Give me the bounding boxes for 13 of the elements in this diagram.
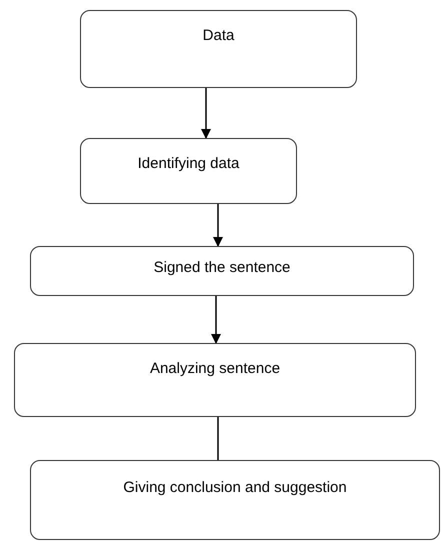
- process-box: [30, 246, 414, 296]
- box-label: Analyzing sentence: [150, 360, 280, 379]
- arrow: [211, 296, 221, 344]
- process-box: [14, 343, 416, 417]
- box-label: Data: [202, 27, 234, 46]
- box-label: Giving conclusion and suggestion: [123, 479, 347, 498]
- box-label: Identifying data: [138, 155, 240, 174]
- process-box: [80, 10, 357, 88]
- arrow: [213, 204, 223, 247]
- box-label: Signed the sentence: [154, 259, 290, 278]
- process-box: [80, 138, 297, 204]
- arrow: [201, 88, 211, 139]
- process-box: [30, 460, 440, 540]
